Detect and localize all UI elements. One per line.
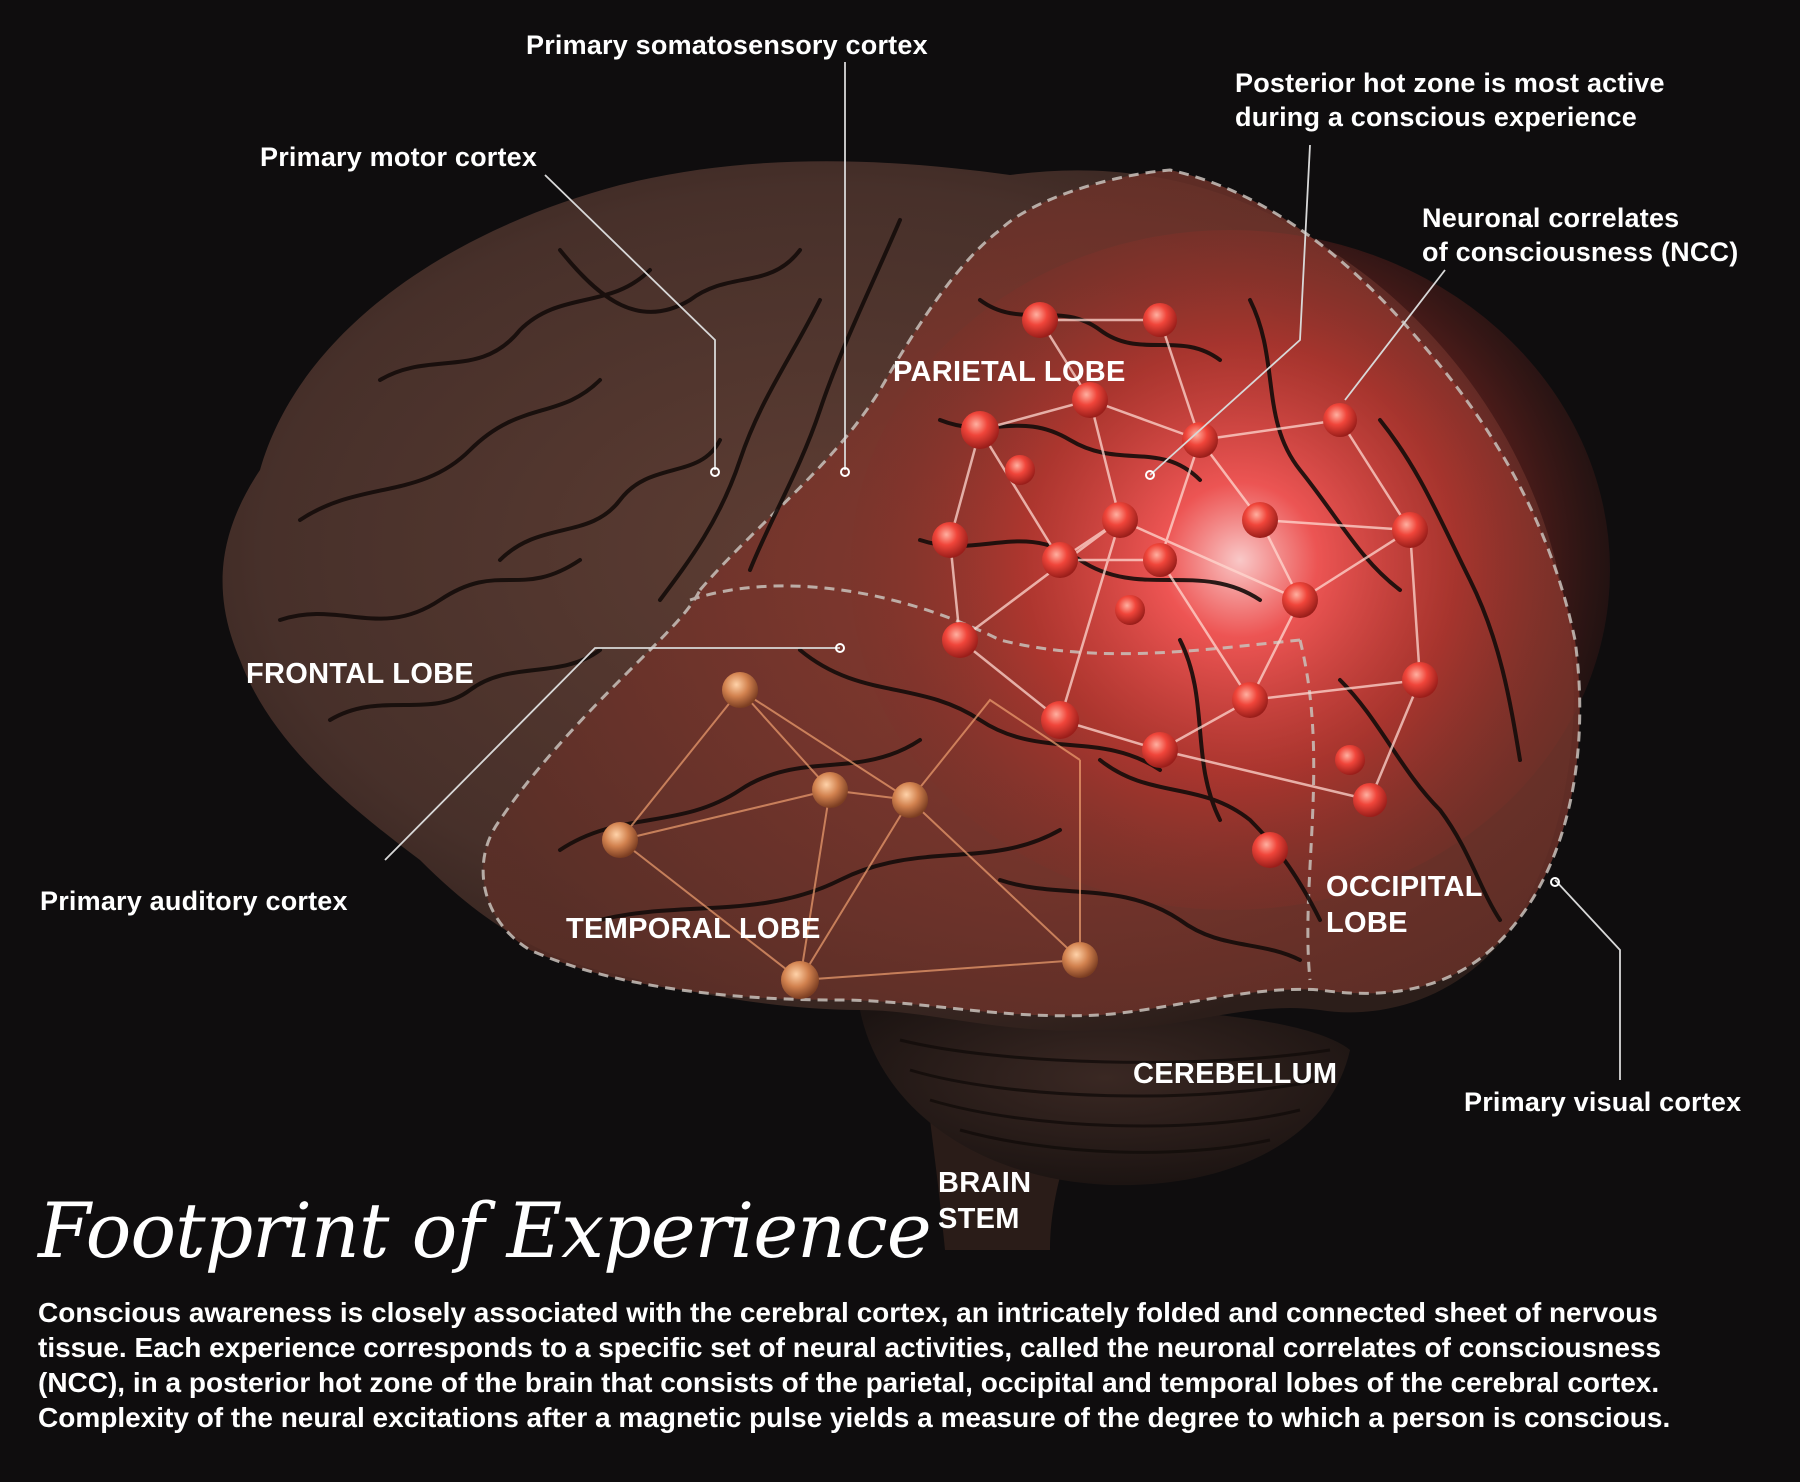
- visual-cortex-label: Primary visual cortex: [1464, 1087, 1742, 1117]
- ncc-label-line2: of consciousness (NCC): [1422, 237, 1739, 267]
- caption-line-3: (NCC), in a posterior hot zone of the br…: [38, 1367, 1660, 1398]
- brain-stem-label-line2: STEM: [938, 1203, 1020, 1235]
- somatosensory-cortex-label: Primary somatosensory cortex: [526, 30, 928, 60]
- ncc-label: Neuronal correlates of consciousness (NC…: [1422, 201, 1738, 269]
- brain-stem-label-line1: BRAIN: [938, 1167, 1032, 1199]
- figure-caption: Conscious awareness is closely associate…: [38, 1295, 1768, 1435]
- caption-line-4: Complexity of the neural excitations aft…: [38, 1402, 1671, 1433]
- caption-line-2: tissue. Each experience corresponds to a…: [38, 1332, 1662, 1363]
- motor-cortex-label: Primary motor cortex: [260, 142, 538, 172]
- occipital-lobe-label: OCCIPITAL LOBE: [1326, 869, 1483, 941]
- ncc-label-line1: Neuronal correlates: [1422, 203, 1680, 233]
- temporal-nodes: [602, 672, 1098, 999]
- caption-line-1: Conscious awareness is closely associate…: [38, 1297, 1658, 1328]
- frontal-lobe-label: FRONTAL LOBE: [246, 658, 475, 690]
- auditory-cortex-label: Primary auditory cortex: [40, 886, 348, 916]
- occipital-lobe-label-line2: LOBE: [1326, 907, 1408, 939]
- brain-stem-label: BRAIN STEM: [938, 1165, 1031, 1237]
- hot-zone-label-line2: during a conscious experience: [1235, 102, 1637, 132]
- occipital-lobe-label-line1: OCCIPITAL: [1326, 871, 1483, 903]
- hot-zone-label: Posterior hot zone is most active during…: [1235, 66, 1665, 134]
- cerebellum-label: CEREBELLUM: [1133, 1058, 1338, 1090]
- hot-zone-label-line1: Posterior hot zone is most active: [1235, 68, 1665, 98]
- parietal-lobe-label: PARIETAL LOBE: [893, 356, 1126, 388]
- ncc-nodes: [932, 302, 1438, 868]
- figure-title: Footprint of Experience: [38, 1186, 932, 1275]
- temporal-lobe-label: TEMPORAL LOBE: [566, 913, 821, 945]
